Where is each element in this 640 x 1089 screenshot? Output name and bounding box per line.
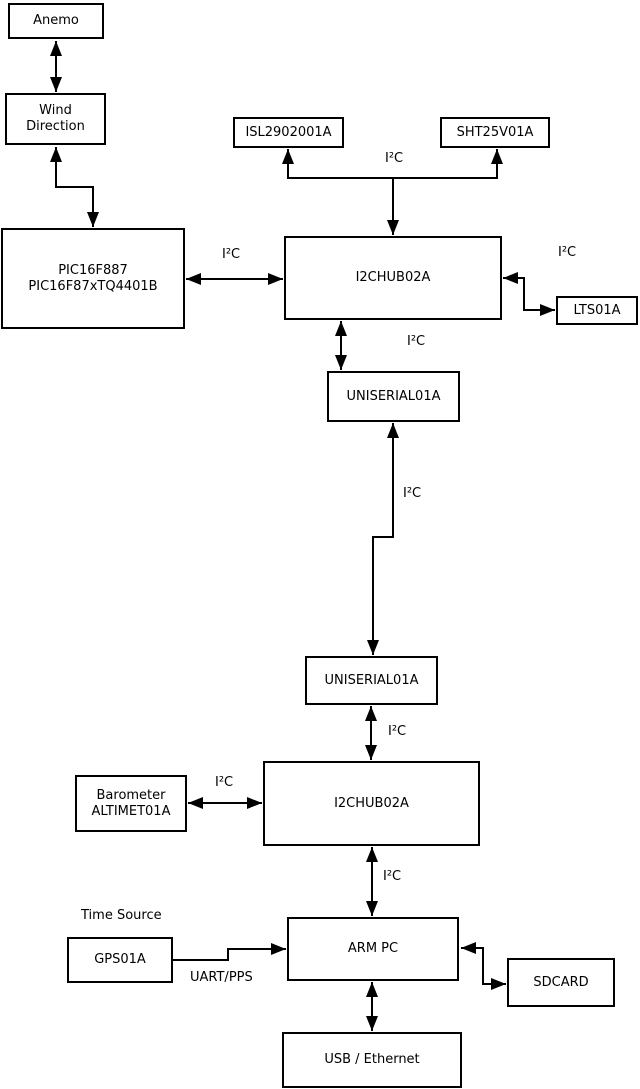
node-isl2902001a-label: ISL2902001A: [245, 124, 332, 140]
arrowhead-down: [87, 212, 99, 227]
arrowhead-down: [367, 640, 379, 655]
arrowhead-right: [540, 304, 555, 316]
node-pic16f887-line1: PIC16F887: [58, 262, 128, 278]
node-pic16f887-line2: PIC16F87xTQ4401B: [28, 278, 158, 294]
node-usb-ethernet: USB / Ethernet: [282, 1032, 462, 1088]
node-isl2902001a: ISL2902001A: [233, 117, 344, 148]
node-sht25v01a-label: SHT25V01A: [456, 124, 534, 140]
node-uniserial01a-bottom-label: UNISERIAL01A: [324, 672, 419, 688]
connector-gps-armpc: [173, 948, 286, 961]
node-anemo-label: Anemo: [33, 13, 79, 28]
arrowhead-up: [387, 423, 399, 438]
arrowhead-left: [503, 272, 518, 284]
arrowhead-down: [365, 745, 377, 760]
node-sdcard-label: SDCARD: [533, 974, 589, 990]
connector-uniserial1-uniserial2: [372, 423, 394, 655]
node-i2chub02a-top-label: I2CHUB02A: [355, 270, 431, 285]
node-uniserial01a-top: UNISERIAL01A: [327, 371, 460, 422]
arrowhead-left: [186, 273, 201, 285]
arrowhead-right: [491, 978, 506, 990]
arrowhead-down: [366, 1016, 378, 1031]
label-i2c-hub-uniserial: I²C: [407, 334, 426, 349]
node-i2chub02a-bottom: I2CHUB02A: [263, 761, 480, 846]
node-arm-pc-label: ARM PC: [347, 941, 399, 956]
node-anemo: Anemo: [8, 3, 104, 39]
node-usb-ethernet-label: USB / Ethernet: [324, 1052, 420, 1067]
label-i2c-lts: I²C: [558, 245, 577, 260]
arrowhead-up: [335, 321, 347, 336]
node-barometer-line1: Barometer: [96, 787, 166, 803]
node-gps01a-label: GPS01A: [94, 952, 146, 967]
node-barometer-line2: ALTIMET01A: [91, 803, 171, 819]
arrowhead-left: [188, 797, 203, 809]
arrowhead-up: [50, 147, 62, 162]
node-sdcard: SDCARD: [507, 958, 615, 1007]
connector-hub1-lts: [503, 277, 555, 311]
arrowhead-right: [247, 797, 262, 809]
arrowhead-down: [366, 901, 378, 916]
node-lts01a: LTS01A: [556, 296, 638, 325]
arrowhead-right: [268, 273, 283, 285]
node-lts01a-label: LTS01A: [573, 302, 621, 318]
node-uniserial01a-top-label: UNISERIAL01A: [346, 388, 441, 404]
arrowhead-up: [282, 149, 294, 164]
arrowhead-up: [366, 982, 378, 997]
node-arm-pc: ARM PC: [287, 917, 459, 981]
arrowhead-down: [387, 220, 399, 235]
label-i2c-pic-hub: I²C: [222, 247, 241, 262]
arrowhead-down: [335, 355, 347, 370]
connector-armpc-sdcard: [461, 947, 506, 985]
label-uart-pps: UART/PPS: [190, 970, 253, 985]
arrowhead-up: [366, 847, 378, 862]
label-i2c-hub2-arm: I²C: [383, 869, 402, 884]
arrowhead-left: [461, 942, 476, 954]
node-wind-direction: Wind Direction: [5, 93, 106, 145]
arrowhead-down: [50, 77, 62, 92]
label-time-source: Time Source: [81, 908, 162, 923]
node-wind-direction-line2: Direction: [26, 119, 85, 134]
arrowhead-right: [271, 943, 286, 955]
node-pic16f887: PIC16F887 PIC16F87xTQ4401B: [1, 228, 185, 329]
node-gps01a: GPS01A: [67, 937, 173, 983]
label-i2c-uniserial-link: I²C: [403, 486, 422, 501]
node-sht25v01a: SHT25V01A: [440, 117, 550, 148]
label-i2c-isl-sht: I²C: [385, 151, 404, 166]
label-i2c-uniserial-hub2: I²C: [388, 724, 407, 739]
arrowhead-up: [491, 149, 503, 164]
connector-wind-pic: [55, 147, 94, 227]
label-i2c-barometer: I²C: [215, 775, 234, 790]
arrowhead-up: [50, 41, 62, 56]
node-barometer: Barometer ALTIMET01A: [75, 775, 187, 832]
node-i2chub02a-bottom-label: I2CHUB02A: [334, 795, 409, 811]
node-uniserial01a-bottom: UNISERIAL01A: [305, 656, 438, 705]
node-i2chub02a-top: I2CHUB02A: [284, 236, 502, 320]
arrowhead-up: [365, 706, 377, 721]
node-wind-direction-line1: Wind: [39, 103, 72, 118]
